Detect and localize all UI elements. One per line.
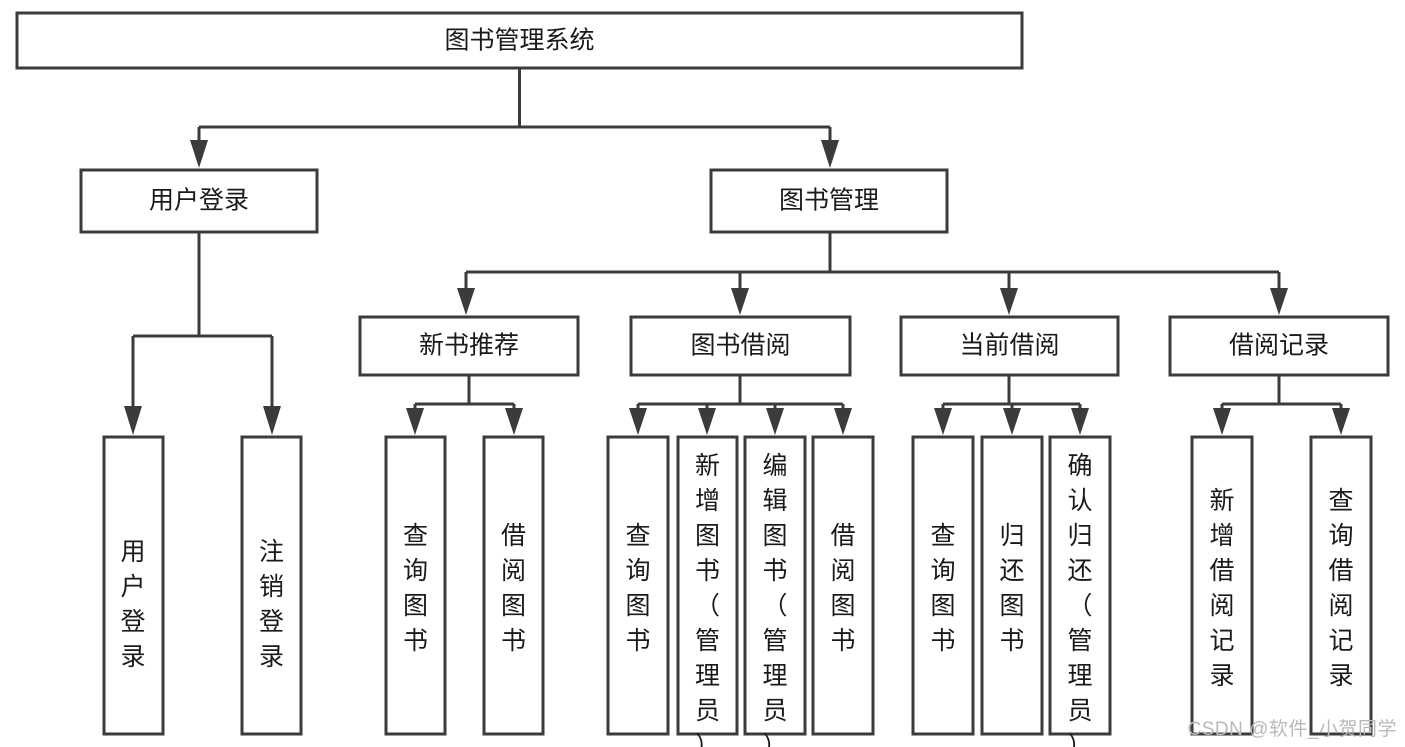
leaf-user-login-box[interactable] <box>102 435 165 736</box>
leaf-query-book-current-box[interactable] <box>911 435 975 736</box>
leaf-query-book-borrow-box[interactable] <box>606 435 670 736</box>
node-borrow-record-label: 借阅记录 <box>1229 332 1329 360</box>
arrowhead-current-borrow <box>1000 288 1018 315</box>
arrowhead-leaf-query-record <box>1332 408 1350 435</box>
arrowhead-leaf-confirm-return <box>1071 408 1089 435</box>
node-book-management[interactable]: 图书管理 <box>709 168 949 234</box>
node-book-borrow-box[interactable] <box>629 315 852 377</box>
connector-group-book-mgmt <box>457 232 1288 315</box>
node-current-borrow[interactable]: 当前借阅 <box>899 315 1120 377</box>
leaf-query-book-current[interactable]: 查询图书 <box>911 435 975 736</box>
connector-group-new-book <box>406 375 523 435</box>
arrowhead-leaf-query-book-1 <box>406 408 424 435</box>
arrowhead-user-login <box>190 140 208 168</box>
connector-group-root <box>190 68 839 168</box>
arrowhead-leaf-edit-book <box>766 408 784 435</box>
leaf-add-book-admin[interactable]: 新增图书（管理员） <box>676 435 739 747</box>
node-book-borrow[interactable]: 图书借阅 <box>629 315 852 377</box>
node-user-login-label: 用户登录 <box>149 187 249 215</box>
leaf-borrow-book-newbook[interactable]: 借阅图书 <box>482 435 545 736</box>
arrowhead-leaf-logout <box>263 406 281 435</box>
leaf-borrow-book-borrow-label: 借阅图书 <box>830 522 855 655</box>
connector-group-user-login <box>124 232 281 435</box>
leaf-query-book-newbook-box[interactable] <box>384 435 447 736</box>
leaf-user-login-label: 用户登录 <box>120 538 145 671</box>
node-book-management-label: 图书管理 <box>779 187 879 215</box>
leaf-query-borrow-record-box[interactable] <box>1309 435 1373 736</box>
node-book-management-box[interactable] <box>709 168 949 234</box>
node-root[interactable]: 图书管理系统 <box>15 11 1024 70</box>
node-current-borrow-label: 当前借阅 <box>959 332 1059 360</box>
node-new-book-recommend-label: 新书推荐 <box>419 332 519 360</box>
node-book-borrow-label: 图书借阅 <box>690 332 790 360</box>
leaf-edit-book-admin-label: 编辑图书（管理员） <box>762 452 787 747</box>
leaf-return-book-box[interactable] <box>980 435 1044 736</box>
arrowhead-leaf-user-login <box>124 406 142 435</box>
leaf-borrow-book-newbook-label: 借阅图书 <box>501 522 526 655</box>
connector-group-book-borrow <box>629 375 852 435</box>
node-borrow-record-box[interactable] <box>1168 315 1390 377</box>
leaf-query-borrow-record-label: 查询借阅记录 <box>1328 487 1353 690</box>
leaf-borrow-book-borrow[interactable]: 借阅图书 <box>811 435 875 736</box>
arrowhead-leaf-return-book <box>1003 408 1021 435</box>
leaf-confirm-return-admin[interactable]: 确认归还（管理员） <box>1048 435 1112 747</box>
arrowhead-leaf-query-book-3 <box>934 408 952 435</box>
leaf-user-login[interactable]: 用户登录 <box>102 435 165 736</box>
leaf-add-book-admin-label: 新增图书（管理员） <box>695 452 720 747</box>
leaf-add-borrow-record-box[interactable] <box>1190 435 1254 736</box>
arrowhead-new-book <box>457 288 475 315</box>
node-new-book-recommend[interactable]: 新书推荐 <box>358 315 580 377</box>
leaf-query-book-borrow-label: 查询图书 <box>625 522 650 655</box>
leaf-borrow-book-newbook-box[interactable] <box>482 435 545 736</box>
node-user-login-box[interactable] <box>79 168 319 234</box>
leaf-query-book-newbook-label: 查询图书 <box>403 522 428 655</box>
node-current-borrow-box[interactable] <box>899 315 1120 377</box>
leaf-logout[interactable]: 注销登录 <box>240 435 303 736</box>
arrowhead-leaf-query-book-2 <box>629 408 647 435</box>
node-borrow-record[interactable]: 借阅记录 <box>1168 315 1390 377</box>
arrowhead-borrow <box>731 288 749 315</box>
node-new-book-recommend-box[interactable] <box>358 315 580 377</box>
leaf-confirm-return-admin-box[interactable] <box>1048 435 1112 736</box>
csdn-watermark: CSDN @软件_小贺同学 <box>1187 719 1397 740</box>
leaf-edit-book-admin[interactable]: 编辑图书（管理员） <box>743 435 807 747</box>
leaf-edit-book-admin-box[interactable] <box>743 435 807 736</box>
arrowhead-leaf-add-record <box>1213 408 1231 435</box>
node-user-login[interactable]: 用户登录 <box>79 168 319 234</box>
leaf-query-book-borrow[interactable]: 查询图书 <box>606 435 670 736</box>
arrowhead-leaf-borrow-book-2 <box>834 408 852 435</box>
leaf-logout-box[interactable] <box>240 435 303 736</box>
leaf-query-book-current-label: 查询图书 <box>930 522 955 655</box>
leaf-query-borrow-record[interactable]: 查询借阅记录 <box>1309 435 1373 736</box>
node-root-box[interactable] <box>15 11 1024 70</box>
arrowhead-book-mgmt <box>821 140 839 168</box>
leaf-add-book-admin-box[interactable] <box>676 435 739 736</box>
leaf-add-borrow-record-label: 新增借阅记录 <box>1209 487 1234 690</box>
arrowhead-leaf-add-book <box>698 408 716 435</box>
leaf-return-book-label: 归还图书 <box>999 522 1024 655</box>
leaf-query-book-newbook[interactable]: 查询图书 <box>384 435 447 736</box>
arrowhead-borrow-record <box>1270 288 1288 315</box>
node-root-label: 图书管理系统 <box>444 27 594 55</box>
leaf-borrow-book-borrow-box[interactable] <box>811 435 875 736</box>
leaf-confirm-return-admin-label: 确认归还（管理员） <box>1067 452 1092 747</box>
arrowhead-leaf-borrow-book-1 <box>505 408 523 435</box>
leaf-logout-label: 注销登录 <box>259 538 284 671</box>
connector-group-current-borrow <box>934 375 1089 435</box>
leaf-return-book[interactable]: 归还图书 <box>980 435 1044 736</box>
connector-group-borrow-record <box>1213 375 1350 435</box>
leaf-add-borrow-record[interactable]: 新增借阅记录 <box>1190 435 1254 736</box>
